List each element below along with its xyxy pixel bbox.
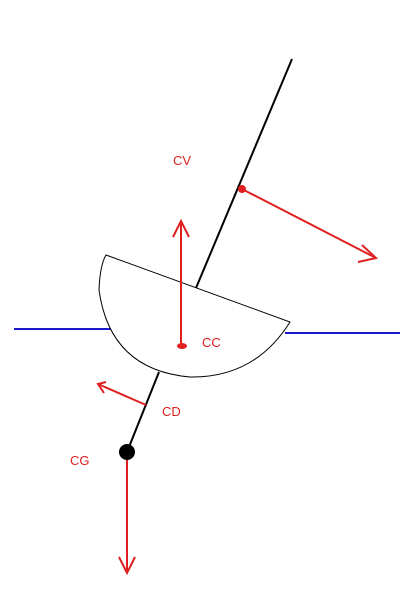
label-cg: CG xyxy=(70,453,90,468)
mast xyxy=(195,58,293,289)
label-cd: CD xyxy=(162,404,181,419)
hull xyxy=(98,254,291,378)
cg-force-arrow xyxy=(118,452,136,576)
cc-point xyxy=(177,343,187,349)
cd-force-arrow xyxy=(96,381,147,406)
cv-force-arrow xyxy=(241,188,379,263)
label-cv: CV xyxy=(173,153,191,168)
cg-point xyxy=(119,444,135,460)
cc-force-arrow xyxy=(172,218,190,346)
keel xyxy=(126,371,160,453)
cv-point xyxy=(238,185,246,193)
label-cc: CC xyxy=(202,335,221,350)
